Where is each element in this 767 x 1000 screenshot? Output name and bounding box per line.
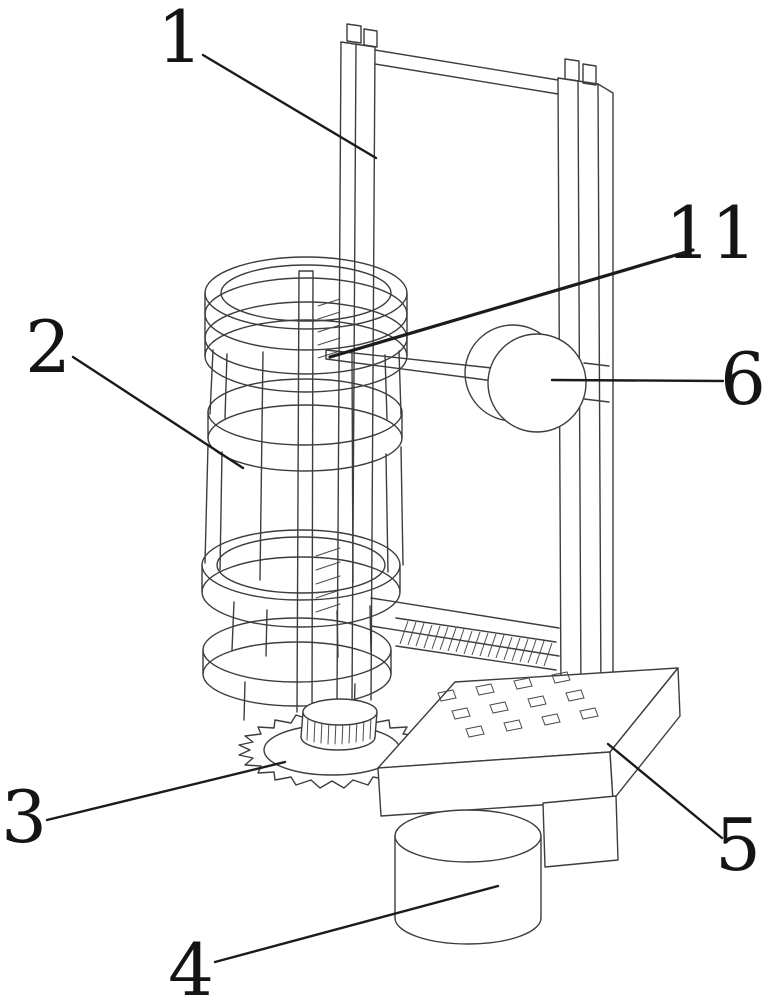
leader-line-4 (213, 884, 500, 964)
support-box (542, 795, 619, 868)
control-buttons (437, 671, 599, 738)
part-label-2: 2 (25, 305, 71, 389)
cylindrical-cage (201, 256, 408, 721)
part-label-1: 1 (157, 0, 203, 79)
leader-line-1 (201, 53, 378, 160)
part-label-4: 4 (168, 928, 214, 1000)
leader-line-11 (328, 248, 695, 359)
leader-line-5 (606, 742, 724, 840)
leader-line-6 (550, 378, 725, 383)
part-label-3: 3 (1, 775, 47, 859)
part-label-11: 11 (665, 191, 757, 275)
base-platform (377, 667, 681, 817)
leader-line-2 (71, 355, 245, 470)
bottom-cylinder (394, 809, 542, 945)
spring (395, 617, 557, 671)
leader-line-3 (45, 760, 287, 822)
disc-wheel (464, 324, 610, 433)
part-label-6: 6 (720, 337, 766, 421)
leader-lines (45, 53, 725, 964)
connecting-rod (325, 349, 495, 382)
part-label-5: 5 (715, 803, 761, 887)
